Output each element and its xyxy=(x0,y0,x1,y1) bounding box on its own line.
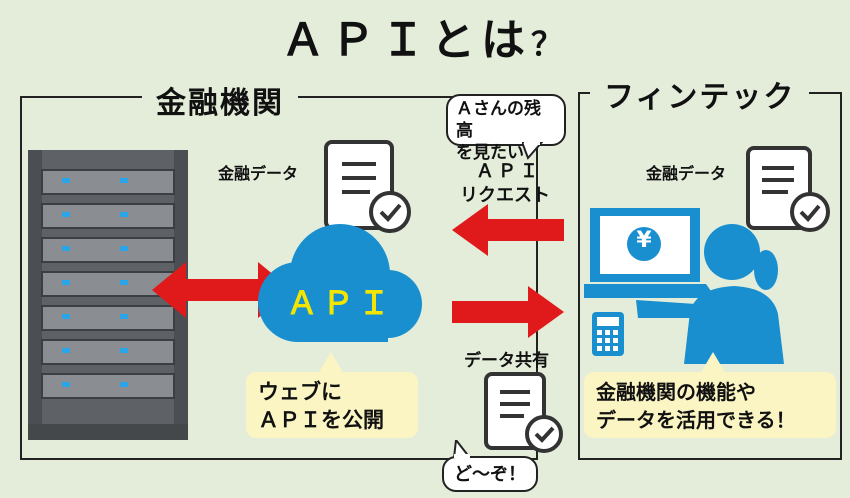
right-note-pointer xyxy=(700,352,726,378)
yen-icon: ¥ xyxy=(636,228,652,253)
right-note-line1: 金融機関の機能や xyxy=(596,380,756,404)
request-bubble-line1: Ａさんの残高 xyxy=(456,99,541,141)
laptop-user-illustration xyxy=(580,204,784,364)
bidirectional-arrow-icon xyxy=(152,262,292,318)
request-bubble-tail xyxy=(520,141,546,164)
api-request-label: ＡＰＩ リクエスト xyxy=(460,160,550,208)
left-note-line2: ＡＰＩを公開 xyxy=(258,408,384,432)
page-title: ＡＰＩとは？ xyxy=(280,15,569,66)
share-arrow-right-icon xyxy=(452,286,564,338)
left-note-pointer xyxy=(318,352,344,378)
api-cloud-icon xyxy=(248,222,424,344)
shared-document-check-icon xyxy=(482,370,568,454)
request-bubble-line2: を見たい xyxy=(456,143,524,163)
right-document-check-icon xyxy=(744,144,834,234)
left-note-line1: ウェブに xyxy=(258,380,342,404)
calculator-icon xyxy=(592,312,624,356)
data-share-label: データ共有 xyxy=(464,351,549,371)
request-arrow-left-icon xyxy=(452,204,564,256)
cloud-api-label: ＡＰＩ xyxy=(286,284,395,322)
reply-speech-bubble: ど～ぞ！ xyxy=(442,456,538,492)
financial-institution-label: 金融機関 xyxy=(142,78,298,122)
api-request-line1: ＡＰＩ xyxy=(476,161,542,182)
fintech-label: フィンテック xyxy=(590,72,810,116)
left-financial-data-label: 金融データ xyxy=(218,164,299,183)
right-note-line2: データを活用できる！ xyxy=(596,408,796,432)
left-document-check-icon xyxy=(322,138,416,236)
left-note: ウェブに ＡＰＩを公開 xyxy=(246,372,418,438)
right-note: 金融機関の機能や データを活用できる！ xyxy=(584,372,836,438)
right-financial-data-label: 金融データ xyxy=(646,164,727,183)
reply-bubble-tail xyxy=(452,437,473,462)
api-request-line2: リクエスト xyxy=(460,185,550,206)
request-speech-bubble: Ａさんの残高 を見たい xyxy=(446,94,566,163)
